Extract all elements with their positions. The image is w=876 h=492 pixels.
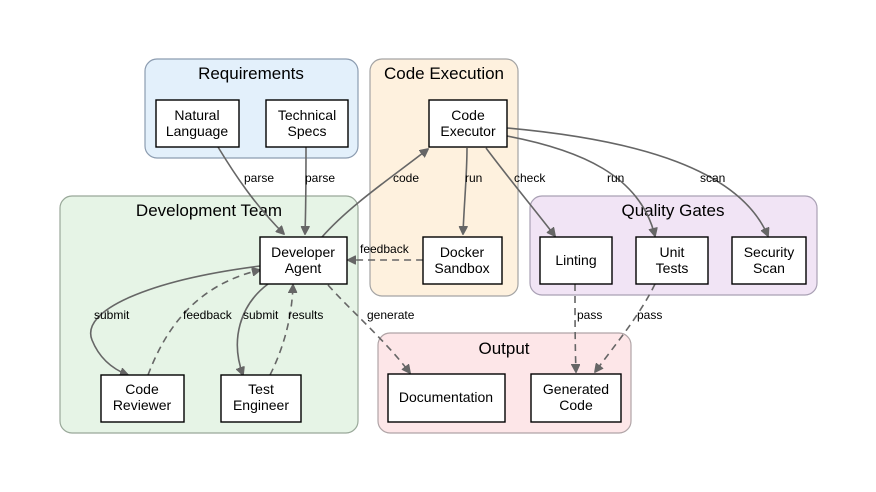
node-developer-agent[interactable]: Developer Agent bbox=[259, 236, 348, 285]
cluster-code-execution-label: Code Execution bbox=[384, 64, 504, 83]
edge-label-feedback-1: feedback bbox=[360, 242, 410, 256]
edge-developer-agent-to-test-engineer bbox=[237, 283, 269, 375]
node-test-engineer-label-1: Test bbox=[248, 381, 274, 397]
edge-label-parse-2: parse bbox=[305, 171, 335, 185]
edge-developer-agent-to-code-executor bbox=[321, 149, 428, 238]
node-code-reviewer-label-2: Reviewer bbox=[113, 397, 172, 413]
node-linting-label: Linting bbox=[555, 252, 596, 268]
node-security-scan-label-1: Security bbox=[744, 244, 795, 260]
node-natural-language-label-2: Language bbox=[166, 123, 229, 139]
edge-label-generate: generate bbox=[367, 308, 415, 322]
cluster-development-team-label: Development Team bbox=[136, 201, 282, 220]
node-test-engineer[interactable]: Test Engineer bbox=[220, 374, 302, 423]
node-code-executor-box[interactable] bbox=[428, 99, 508, 148]
node-test-engineer-box[interactable] bbox=[220, 374, 302, 423]
edge-label-run-1: run bbox=[465, 171, 482, 185]
node-docker-sandbox-label-1: Docker bbox=[440, 244, 485, 260]
edge-label-results: results bbox=[288, 308, 323, 322]
node-generated-code-label-1: Generated bbox=[543, 381, 609, 397]
edge-code-executor-to-docker-sandbox bbox=[463, 147, 468, 234]
node-docker-sandbox[interactable]: Docker Sandbox bbox=[422, 236, 503, 285]
node-code-executor-label-2: Executor bbox=[440, 123, 496, 139]
node-docker-sandbox-box[interactable] bbox=[422, 236, 503, 285]
node-natural-language-box[interactable] bbox=[155, 99, 240, 148]
edge-label-check: check bbox=[514, 171, 546, 185]
node-unit-tests-box[interactable] bbox=[635, 236, 709, 285]
edge-label-parse-1: parse bbox=[244, 171, 274, 185]
node-technical-specs[interactable]: Technical Specs bbox=[265, 99, 349, 148]
node-technical-specs-box[interactable] bbox=[265, 99, 349, 148]
edge-label-pass-1: pass bbox=[577, 308, 602, 322]
edge-developer-agent-to-code-reviewer bbox=[89, 265, 261, 375]
node-developer-agent-box[interactable] bbox=[259, 236, 348, 285]
node-natural-language-label-1: Natural bbox=[174, 107, 219, 123]
edge-label-scan: scan bbox=[700, 171, 725, 185]
node-generated-code-box[interactable] bbox=[530, 373, 622, 423]
node-security-scan-label-2: Scan bbox=[753, 260, 785, 276]
node-generated-code[interactable]: Generated Code bbox=[530, 373, 622, 423]
edge-unit-tests-to-generated-code bbox=[595, 283, 656, 372]
node-developer-agent-label-1: Developer bbox=[271, 244, 335, 260]
node-documentation[interactable]: Documentation bbox=[387, 373, 506, 423]
cluster-quality-gates-label: Quality Gates bbox=[622, 201, 725, 220]
node-natural-language[interactable]: Natural Language bbox=[155, 99, 240, 148]
node-code-reviewer-label-1: Code bbox=[125, 381, 159, 397]
edges: parse parse code run check run scan feed… bbox=[89, 127, 768, 376]
node-security-scan-box[interactable] bbox=[731, 236, 807, 285]
node-unit-tests[interactable]: Unit Tests bbox=[635, 236, 709, 285]
edge-label-submit-1: submit bbox=[94, 308, 130, 322]
cluster-requirements-label: Requirements bbox=[198, 64, 304, 83]
node-code-reviewer-box[interactable] bbox=[100, 374, 185, 423]
edge-label-submit-2: submit bbox=[243, 308, 279, 322]
cluster-output-label: Output bbox=[478, 339, 529, 358]
edge-code-executor-to-linting bbox=[485, 147, 555, 236]
edge-code-executor-to-unit-tests bbox=[506, 135, 655, 236]
node-code-reviewer[interactable]: Code Reviewer bbox=[100, 374, 185, 423]
node-documentation-label: Documentation bbox=[399, 389, 493, 405]
node-technical-specs-label-2: Specs bbox=[288, 123, 327, 139]
node-test-engineer-label-2: Engineer bbox=[233, 397, 289, 413]
node-unit-tests-label-1: Unit bbox=[660, 244, 685, 260]
node-documentation-box[interactable] bbox=[387, 373, 506, 423]
edge-label-code: code bbox=[393, 171, 419, 185]
node-generated-code-label-2: Code bbox=[559, 397, 593, 413]
edge-label-pass-2: pass bbox=[637, 308, 662, 322]
edge-label-run-2: run bbox=[607, 171, 624, 185]
edge-code-reviewer-to-developer-agent bbox=[147, 270, 260, 376]
node-unit-tests-label-2: Tests bbox=[656, 260, 689, 276]
node-technical-specs-label-1: Technical bbox=[278, 107, 336, 123]
node-code-executor-label-1: Code bbox=[451, 107, 485, 123]
node-docker-sandbox-label-2: Sandbox bbox=[434, 260, 489, 276]
edge-code-executor-to-security-scan bbox=[506, 127, 768, 236]
node-security-scan[interactable]: Security Scan bbox=[731, 236, 807, 285]
node-developer-agent-label-2: Agent bbox=[285, 260, 322, 276]
node-linting-box[interactable] bbox=[539, 236, 613, 285]
edge-test-engineer-to-developer-agent bbox=[269, 285, 293, 376]
node-linting[interactable]: Linting bbox=[539, 236, 613, 285]
edge-label-feedback-2: feedback bbox=[183, 308, 233, 322]
edge-linting-to-generated-code bbox=[575, 283, 576, 372]
edge-natural-language-to-developer-agent bbox=[217, 146, 284, 234]
node-code-executor[interactable]: Code Executor bbox=[428, 99, 508, 148]
edge-technical-specs-to-developer-agent bbox=[305, 146, 306, 234]
